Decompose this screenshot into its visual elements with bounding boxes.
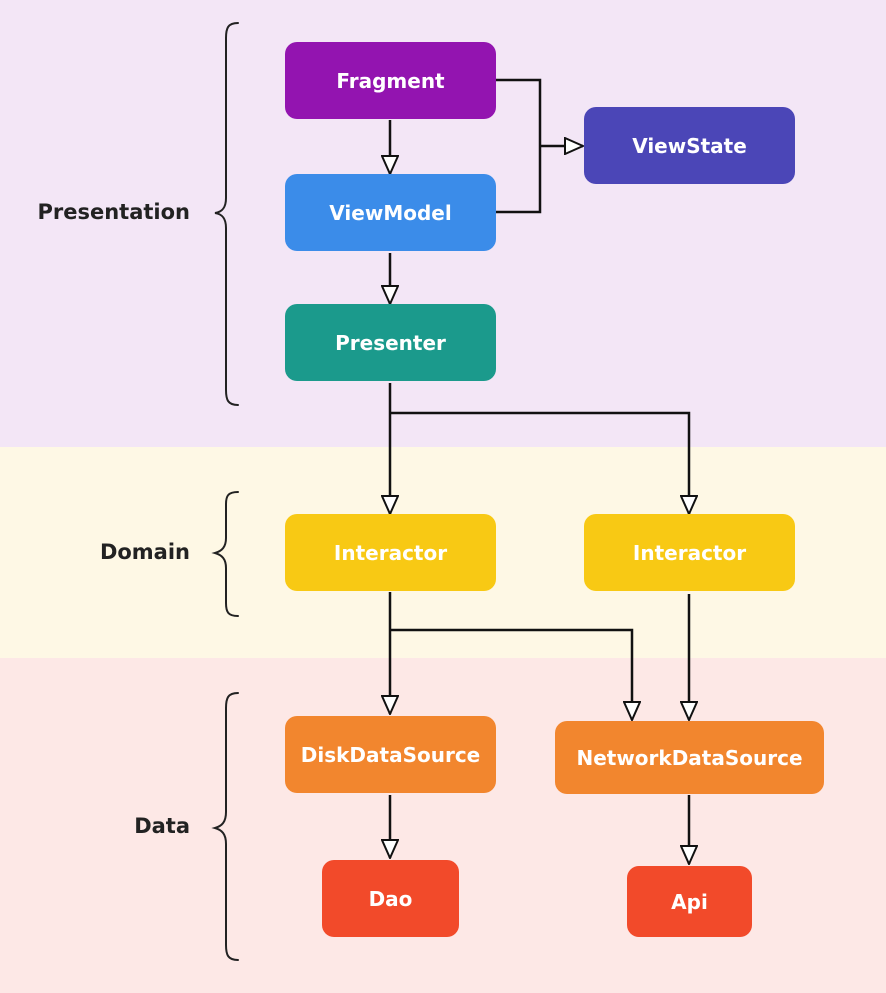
domain-layer-label: Domain <box>99 540 190 564</box>
connector-fragment-viewmodel-bus <box>496 78 542 214</box>
api-node: Api <box>627 866 752 937</box>
presentation-layer-label: Presentation <box>37 200 190 224</box>
fragment-node: Fragment <box>285 42 496 119</box>
disk-data-source-node: DiskDataSource <box>285 716 496 793</box>
interactor-right-node: Interactor <box>584 514 795 591</box>
data-layer-label: Data <box>134 814 190 838</box>
data-brace <box>211 692 239 961</box>
presenter-node: Presenter <box>285 304 496 381</box>
network-data-source-node: NetworkDataSource <box>555 721 824 794</box>
viewmodel-node: ViewModel <box>285 174 496 251</box>
viewstate-node: ViewState <box>584 107 795 184</box>
interactor-left-node: Interactor <box>285 514 496 591</box>
arrow-presenter-to-interactor-right <box>390 411 689 514</box>
dao-node: Dao <box>322 860 459 937</box>
data-layer-band <box>0 658 886 993</box>
arrow-interactor-to-network-data-source <box>390 628 632 720</box>
presentation-brace <box>214 22 239 406</box>
domain-brace <box>211 491 239 617</box>
